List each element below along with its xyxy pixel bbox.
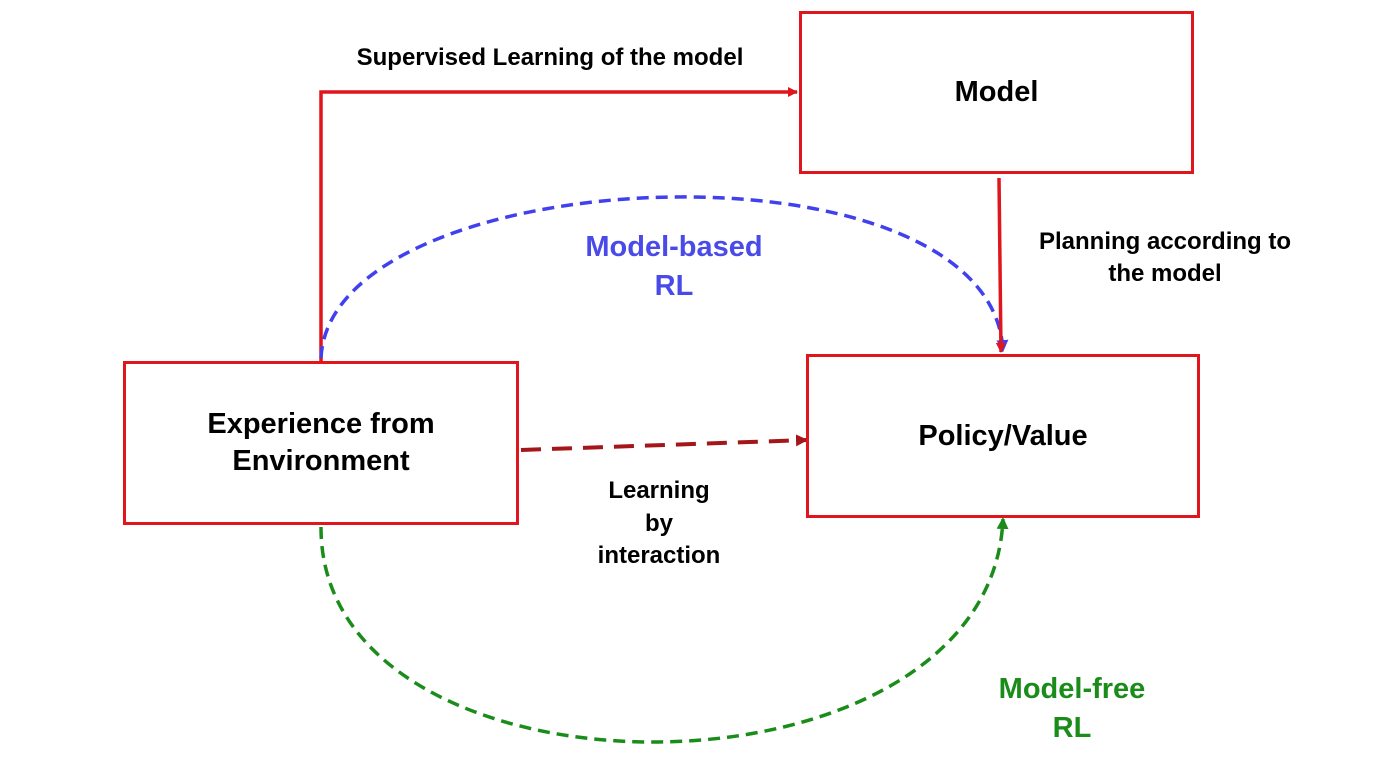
planning-label: Planning according to the model (1038, 228, 1291, 287)
experience-box: Experience from Environment (123, 361, 519, 525)
supervised-learning-label: Supervised Learning of the model (356, 44, 744, 71)
policy-value-label: Policy/Value (918, 419, 1088, 452)
model-based-loop-arrow (319, 195, 1009, 359)
model-label: Model (954, 76, 1039, 108)
policy-value-box: Policy/Value (806, 354, 1200, 518)
supervised-learning-arrow (319, 87, 798, 362)
model-box: Model (799, 11, 1194, 174)
model-based-rl-label: Model-based RL (585, 231, 763, 302)
model-free-loop-arrow (319, 517, 1009, 744)
learning-by-interaction-label: Learning by interaction (597, 477, 721, 569)
learning-by-interaction-arrow (520, 434, 808, 452)
experience-label: Experience from Environment (207, 408, 435, 477)
model-free-rl-label: Model-free RL (998, 673, 1146, 744)
planning-arrow (995, 177, 1006, 353)
